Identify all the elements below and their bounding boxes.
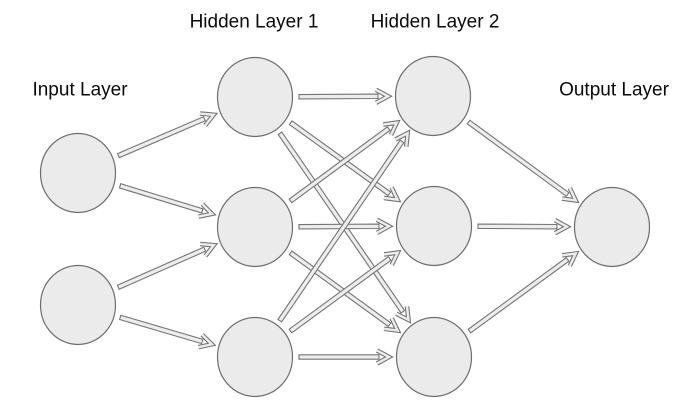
connection-arrow-input-0-to-hidden1-0-shaft xyxy=(116,115,207,159)
neuron-node-hidden1-2 xyxy=(216,186,294,268)
neuron-node-hidden1-3 xyxy=(216,316,294,398)
connection-arrow-hidden1-0-to-hidden2-1-head-fill xyxy=(383,186,400,202)
neuron-node-hidden1-1 xyxy=(216,56,294,138)
connection-arrow-input-1-to-hidden1-2-head-fill xyxy=(198,333,215,349)
neuron-node-input-2 xyxy=(39,264,117,346)
output-layer-label: Output Layer xyxy=(559,79,669,101)
connection-arrow-hidden1-2-to-hidden2-2-shaft xyxy=(298,354,380,360)
hidden-layer-2-label: Hidden Layer 2 xyxy=(370,11,500,33)
connection-arrow-input-1-to-hidden1-1-shaft xyxy=(116,246,207,290)
neuron-node-hidden2-2 xyxy=(395,185,473,267)
neuron-node-input-1 xyxy=(39,132,117,214)
connection-arrow-hidden1-1-to-hidden2-0-head-fill xyxy=(383,121,399,136)
connection-arrow-hidden1-1-to-hidden2-0-shaft xyxy=(288,126,391,204)
connection-arrow-hidden1-2-to-hidden2-0-shaft xyxy=(277,139,405,323)
connection-arrow-input-0-to-hidden1-0-head-fill xyxy=(199,112,216,127)
connection-arrow-hidden1-2-to-hidden2-1-head-fill xyxy=(384,251,400,266)
connection-arrow-hidden1-0-to-hidden2-2-head-fill xyxy=(395,306,410,323)
neuron-node-hidden2-3 xyxy=(395,316,473,398)
connection-arrow-hidden2-2-to-output-0-shaft xyxy=(467,256,570,334)
connection-arrow-hidden1-2-to-hidden2-0-head-fill xyxy=(394,131,410,147)
connection-arrow-hidden2-1-to-output-0-shaft xyxy=(477,223,558,230)
connection-arrow-hidden1-1-to-hidden2-1-shaft xyxy=(298,223,380,230)
connection-arrow-hidden1-2-to-hidden2-2-head-fill xyxy=(376,349,392,365)
connection-arrow-hidden1-1-to-hidden2-1-head-fill xyxy=(376,218,392,234)
hidden-layer-1-label: Hidden Layer 1 xyxy=(189,11,319,33)
connection-arrow-input-0-to-hidden1-1-shaft xyxy=(118,183,204,214)
connection-arrow-input-0-to-hidden1-1-head-fill xyxy=(198,203,215,218)
connection-arrow-input-1-to-hidden1-1-head-fill xyxy=(200,242,217,257)
connection-arrow-input-1-to-hidden1-2-shaft xyxy=(118,314,204,345)
connection-arrow-hidden2-2-to-output-0-head-fill xyxy=(561,252,578,267)
input-layer-label: Input Layer xyxy=(32,79,128,101)
neuron-node-output-1 xyxy=(573,186,651,268)
connection-arrow-hidden2-1-to-output-0-head-fill xyxy=(554,219,570,235)
connection-arrow-hidden2-0-to-output-0-shaft xyxy=(466,119,570,198)
connection-arrow-hidden1-0-to-hidden2-0-shaft xyxy=(298,93,379,100)
connection-arrow-hidden2-0-to-output-0-head-fill xyxy=(562,187,578,202)
connection-arrow-hidden1-0-to-hidden2-0-head-fill xyxy=(375,88,391,104)
connection-arrow-hidden1-1-to-hidden2-2-head-fill xyxy=(383,317,400,333)
neuron-node-hidden2-1 xyxy=(394,55,472,137)
connection-arrow-hidden1-0-to-hidden2-1-shaft xyxy=(288,120,392,197)
connection-arrow-hidden1-2-to-hidden2-1-shaft xyxy=(288,255,392,334)
